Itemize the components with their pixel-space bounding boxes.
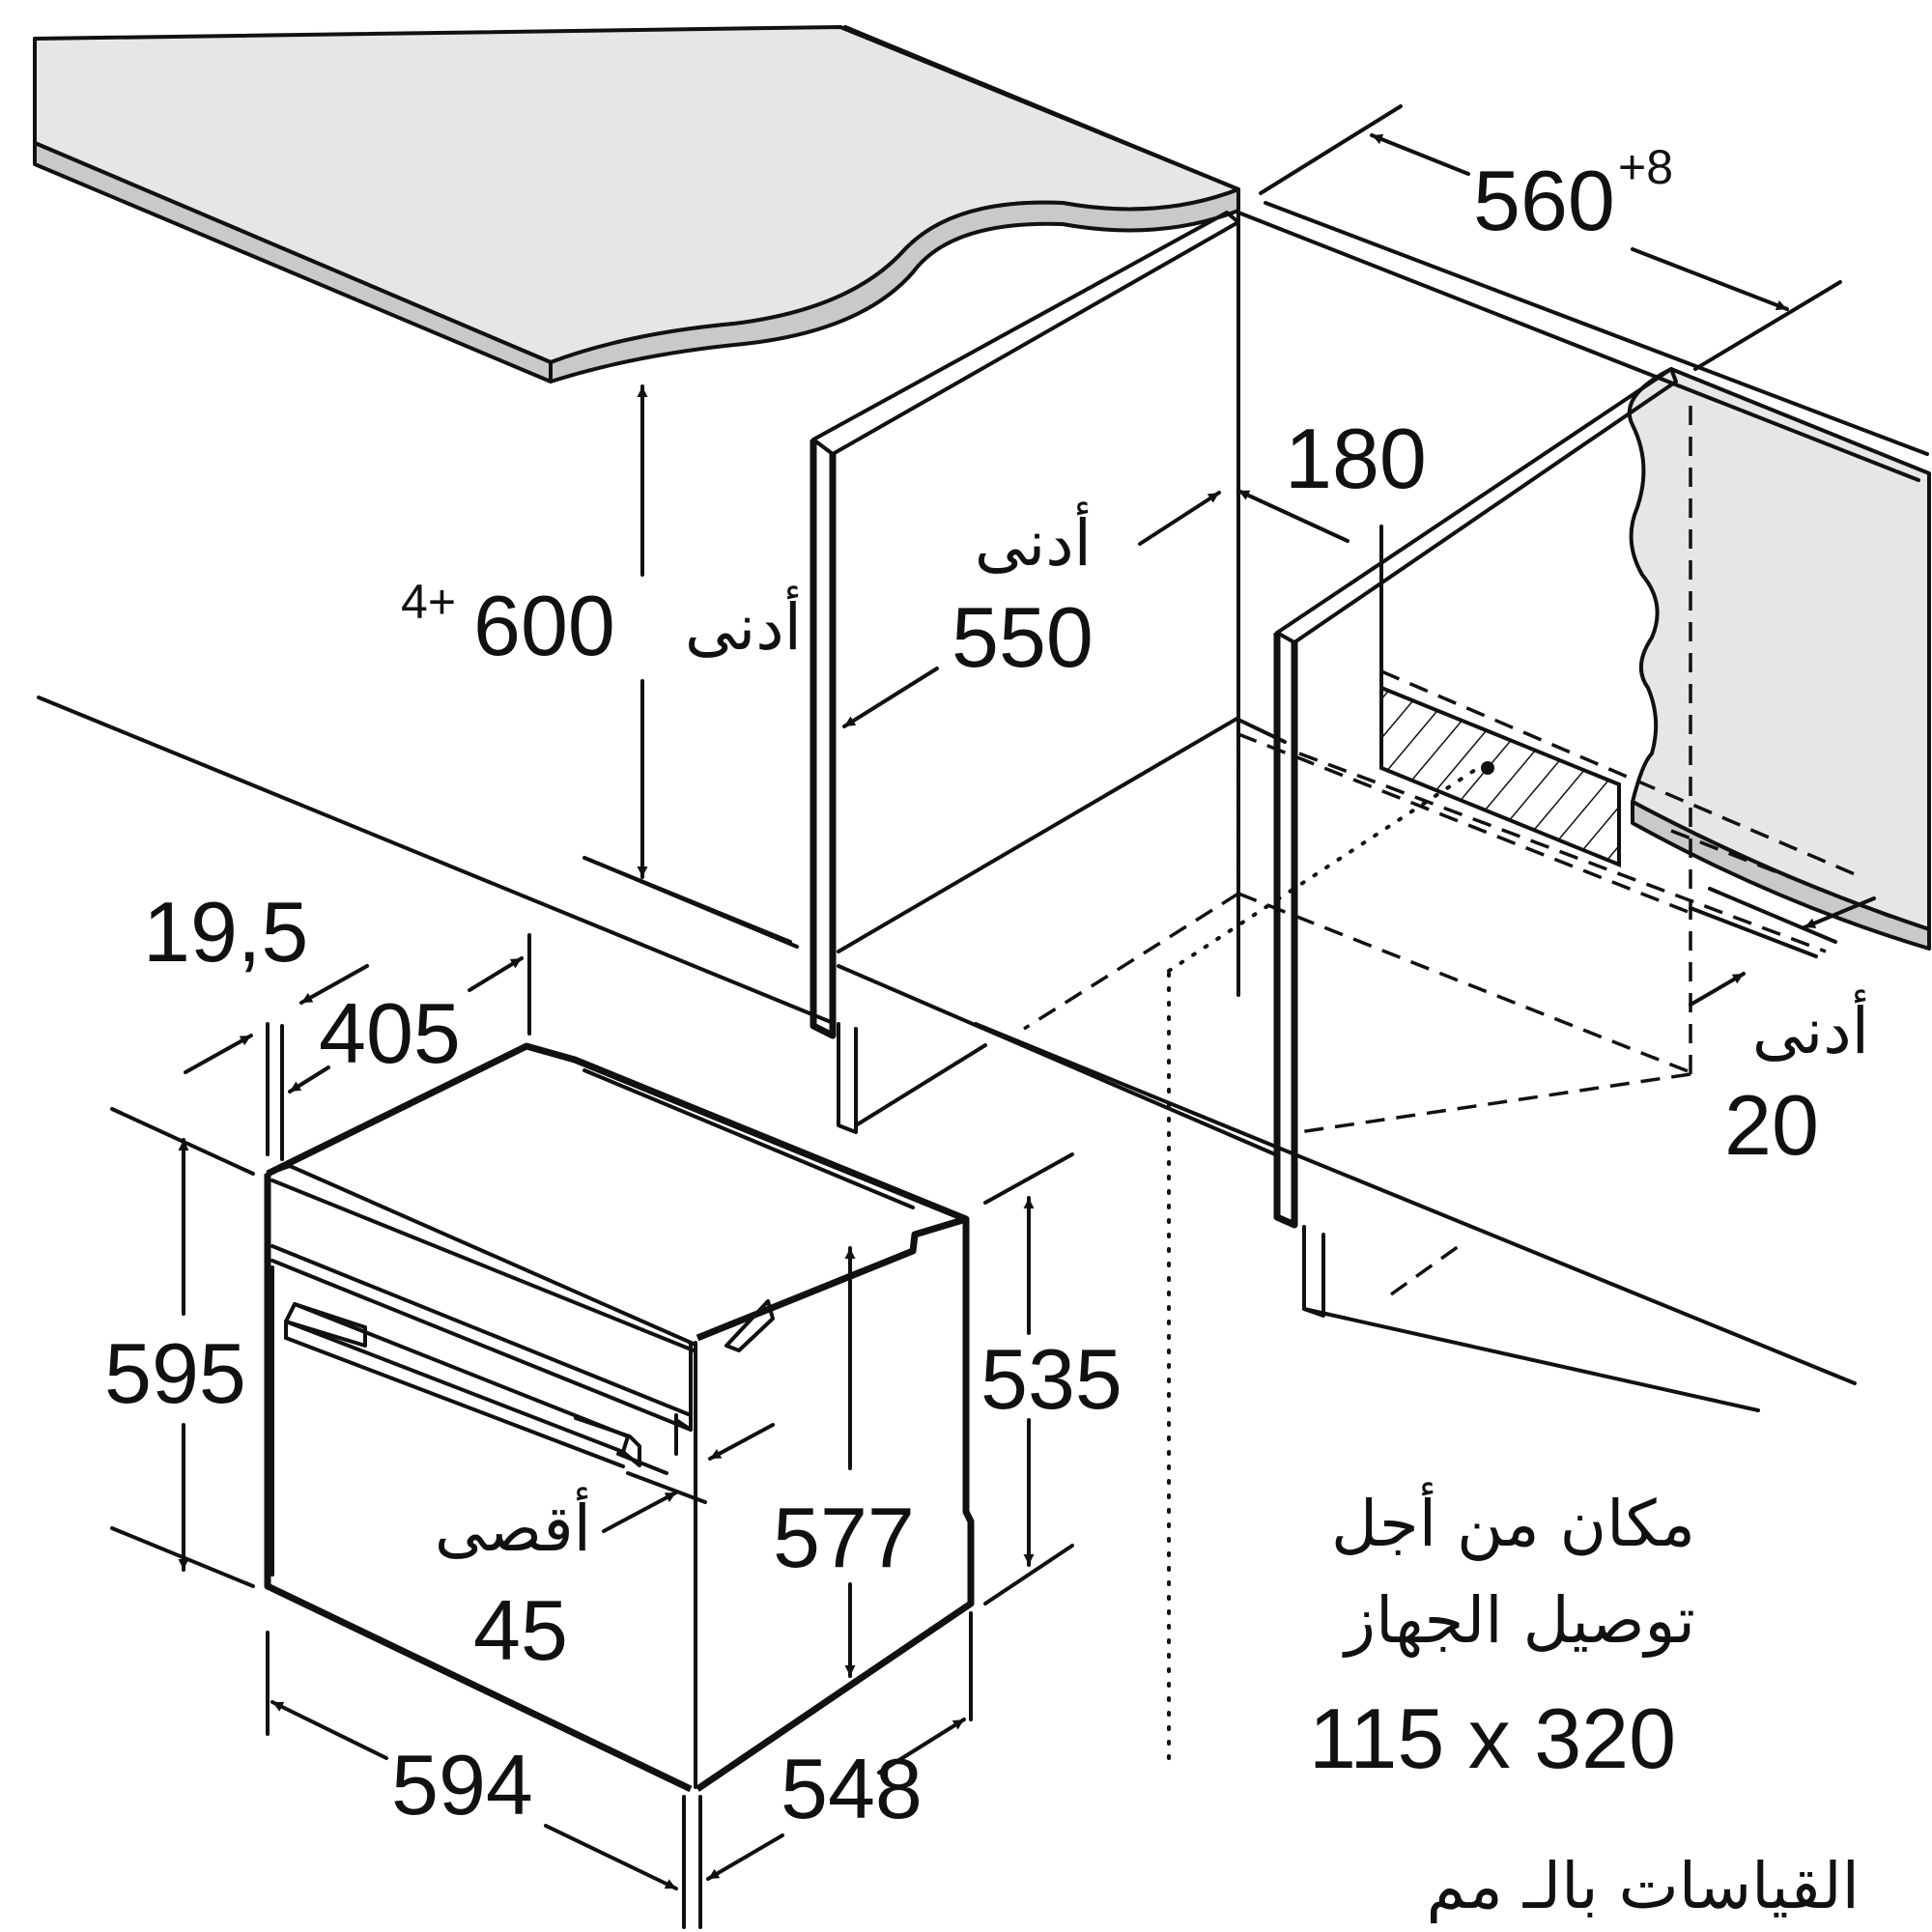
socket-offset-value: 180 xyxy=(1285,411,1427,506)
niche-height-label: أدنى xyxy=(685,585,802,665)
niche-height-tolerance: +4 xyxy=(401,575,456,629)
connection-note-line3: 115 x 320 xyxy=(1309,1690,1676,1786)
oven-height-value: 595 xyxy=(104,1325,246,1421)
gap-value: 20 xyxy=(1724,1077,1819,1173)
inner-height-value: 577 xyxy=(773,1490,915,1585)
niche-width-tolerance: +8 xyxy=(1618,140,1673,194)
connection-note-line1: مكان من أجل xyxy=(1331,1482,1695,1561)
gap-label: أدنى xyxy=(1752,989,1869,1068)
niche-depth-value: 550 xyxy=(952,589,1094,685)
oven-depth-value: 548 xyxy=(781,1741,923,1836)
oven xyxy=(264,1042,975,1793)
connection-area xyxy=(1379,685,1621,867)
units-note: القياسات بالـ مم xyxy=(1426,1849,1860,1923)
connection-note-line2: توصيل الجهاز xyxy=(1342,1583,1695,1658)
cabinet xyxy=(37,25,1929,1760)
oven-width-value: 594 xyxy=(391,1737,533,1833)
door-offset-value: 45 xyxy=(473,1582,568,1678)
front-depth-value: 405 xyxy=(319,985,461,1081)
niche-depth-label: أدنى xyxy=(975,501,1092,581)
niche-height-value: 600 xyxy=(473,578,615,673)
countertop xyxy=(33,25,1240,384)
dimension-lines xyxy=(110,104,1876,1929)
panel-thickness-value: 19,5 xyxy=(143,884,308,980)
niche-width-value: 560 xyxy=(1473,153,1615,248)
countertop-right xyxy=(1627,367,1931,951)
door-offset-label: أقصى xyxy=(435,1487,591,1566)
body-height-value: 535 xyxy=(980,1331,1122,1427)
